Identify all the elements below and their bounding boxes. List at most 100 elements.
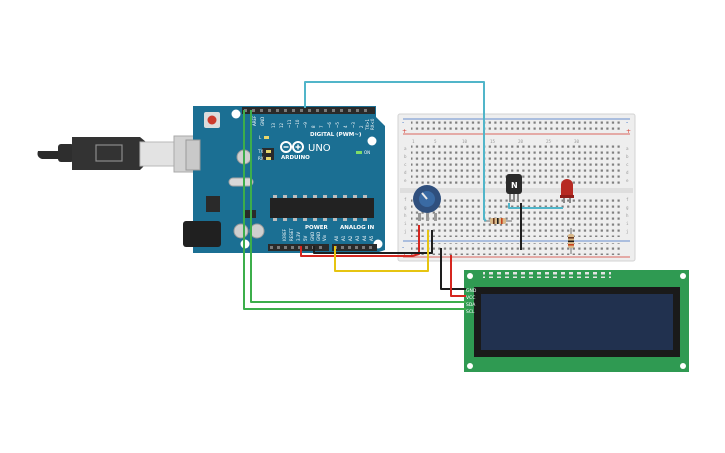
resistor-horizontal[interactable] [484, 218, 512, 224]
chip-pins [273, 195, 367, 221]
svg-text:GND: GND [316, 232, 321, 241]
rail-sign-minus: - [626, 119, 628, 126]
wire-red-lcd-vcc[interactable] [450, 255, 466, 297]
transistor-body [506, 174, 522, 194]
led-on [356, 151, 362, 154]
svg-text:5V: 5V [303, 235, 308, 241]
arduino-logo-icon [280, 141, 304, 153]
svg-text:10: 10 [462, 139, 468, 144]
resistor-band [568, 244, 574, 246]
svg-text:d: d [626, 170, 629, 175]
svg-text:j: j [626, 229, 629, 234]
svg-text:30: 30 [574, 139, 580, 144]
rail-sign-minus: - [402, 119, 404, 126]
led-base [560, 195, 574, 198]
led-label-rx: RX [258, 156, 264, 161]
pin-label-gnd: GND [260, 117, 265, 126]
usb-symbol-icon [95, 144, 123, 162]
pin-label-aref: AREF [252, 115, 257, 126]
wire-green-sda[interactable] [250, 110, 466, 303]
on-label: ON [364, 150, 370, 155]
mounting-hole [680, 273, 686, 279]
svg-text:A3: A3 [355, 235, 360, 241]
svg-text:A0: A0 [334, 235, 339, 241]
usb-cable[interactable] [37, 135, 195, 173]
resistor-band [493, 218, 495, 224]
wire-black-gnd[interactable] [313, 230, 433, 254]
resistor-band [568, 237, 574, 239]
arduino-uno-board[interactable]: AREF GND 13 12 ~11 ~10 ~9 8 7 ~6 ~5 4 ~3… [183, 106, 385, 253]
analog-header-label: ANALOG IN [340, 225, 375, 231]
mounting-hole [467, 273, 473, 279]
led-label-l: L [259, 135, 262, 140]
svg-text:~9: ~9 [303, 122, 308, 128]
svg-text:25: 25 [546, 139, 552, 144]
svg-text:2: 2 [359, 125, 364, 128]
svg-text:1: 1 [412, 139, 415, 144]
analog-pin-labels: A0 A1 A2 A3 A4 A5 [334, 235, 374, 241]
wire-teal-led[interactable] [508, 203, 563, 209]
power-pin-labels: IOREF RESET 3.3V 5V GND GND Vin [282, 228, 327, 241]
analog-header[interactable] [332, 244, 377, 251]
digital-header-holes [244, 109, 367, 112]
potentiometer[interactable] [413, 185, 441, 221]
led-l [264, 136, 269, 139]
mounting-hole [680, 363, 686, 369]
transistor-leg [513, 194, 515, 202]
svg-text:e: e [404, 178, 407, 183]
row-letters-top: a b c d e a b c d e [404, 146, 629, 183]
svg-text:GND: GND [310, 232, 315, 241]
transistor[interactable]: N [506, 174, 522, 202]
column-numbers: 1 5 10 15 20 25 30 [412, 139, 580, 144]
reset-button[interactable] [207, 115, 217, 125]
svg-text:A4: A4 [362, 235, 367, 241]
wire-green-scl[interactable] [243, 110, 466, 310]
svg-text:4: 4 [343, 125, 348, 128]
resistor-vertical[interactable] [568, 228, 574, 254]
svg-text:d: d [404, 170, 407, 175]
wire-red-5v[interactable] [300, 225, 420, 257]
led-body [561, 179, 573, 196]
svg-text:g: g [404, 205, 407, 210]
capacitor [249, 223, 265, 239]
usb-plug-metal [139, 141, 177, 167]
svg-text:IOREF: IOREF [282, 228, 287, 241]
svg-text:15: 15 [490, 139, 496, 144]
svg-text:TX>1: TX>1 [365, 118, 370, 131]
rail-sign-plus: + [626, 128, 631, 135]
svg-text:RX<0: RX<0 [370, 118, 375, 130]
svg-text:5: 5 [434, 139, 437, 144]
wires[interactable] [243, 81, 563, 310]
svg-text:~5: ~5 [335, 122, 340, 128]
svg-text:7: 7 [319, 125, 324, 128]
lcd-i2c-module[interactable]: GND VCC SDA SCL [464, 270, 689, 372]
wire-black-lcd-gnd[interactable] [440, 248, 466, 290]
svg-text:h: h [626, 213, 629, 218]
led-tx [266, 150, 271, 153]
wire-yellow-a0[interactable] [334, 230, 429, 272]
digital-header-label: DIGITAL (PWM~) [310, 132, 362, 138]
rail-holes-top [411, 121, 623, 132]
rail-sign-minus: - [402, 244, 404, 251]
svg-text:f: f [404, 197, 407, 202]
power-jack [183, 221, 221, 247]
svg-text:b: b [626, 154, 629, 159]
power-header-label: POWER [305, 225, 329, 231]
usb-cable-end [37, 151, 60, 159]
red-led[interactable] [560, 179, 574, 203]
wire-teal-signal[interactable] [304, 81, 487, 222]
rail-sign-plus: + [402, 128, 407, 135]
capacitor [233, 223, 249, 239]
mounting-hole [231, 109, 241, 119]
svg-text:c: c [626, 162, 629, 167]
svg-text:b: b [404, 154, 407, 159]
led-rx [266, 157, 271, 160]
board-brand: UNO [308, 143, 331, 154]
svg-text:h: h [404, 213, 407, 218]
svg-text:j: j [404, 229, 407, 234]
led-label-tx: TX [257, 149, 263, 154]
svg-text:3.3V: 3.3V [296, 232, 301, 241]
board-usb-jack [185, 139, 201, 171]
voltage-regulator [206, 196, 220, 212]
